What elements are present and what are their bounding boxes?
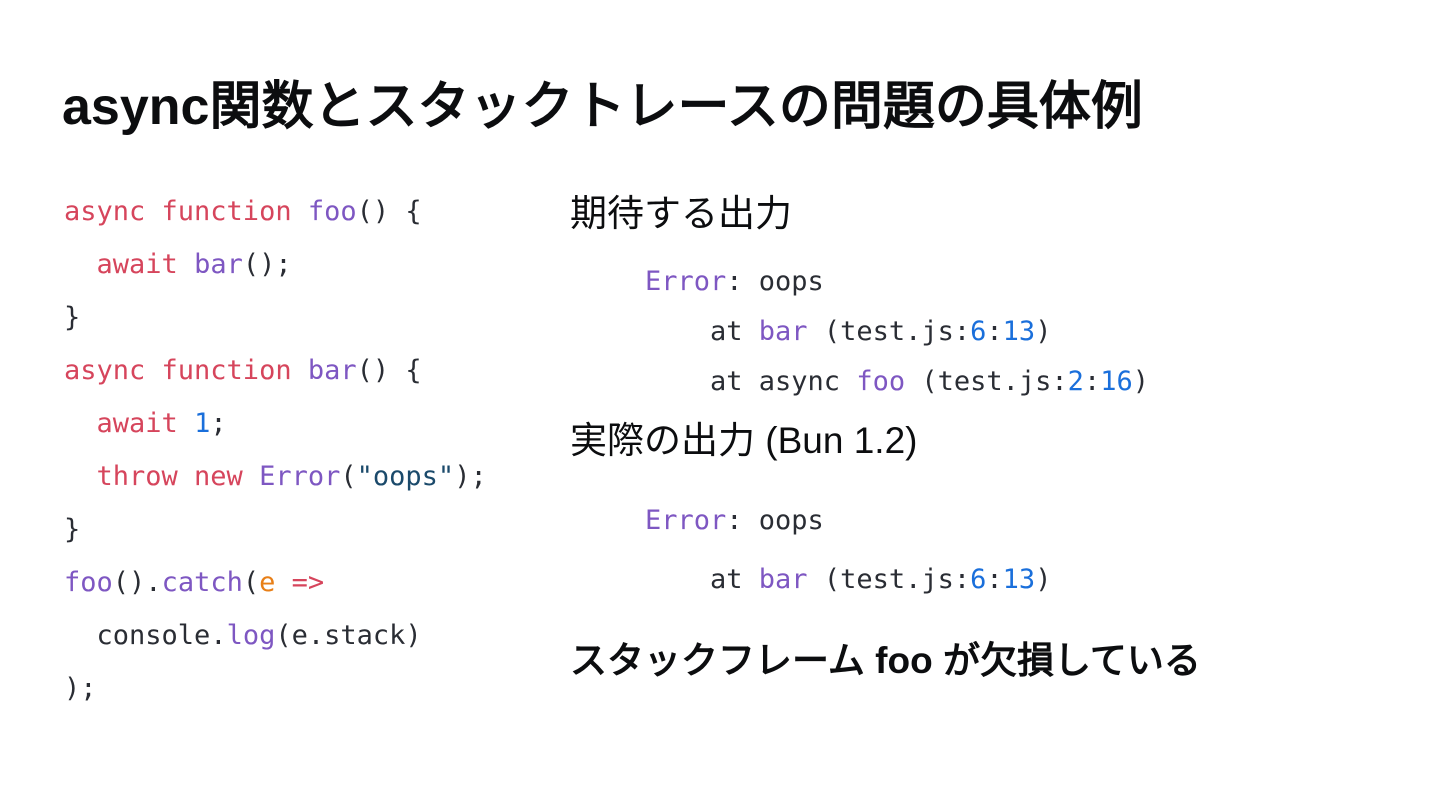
code-token-fn: foo [856, 366, 906, 397]
code-token-num: 1 [194, 408, 211, 439]
code-token-str: "oops" [356, 461, 455, 492]
code-token-pl: : [986, 316, 1003, 347]
code-token-pl: at [645, 316, 759, 347]
code-token-num: 13 [1002, 316, 1036, 347]
code-line: at async foo (test.js:2:16) [645, 357, 1149, 407]
conclusion-text: スタックフレーム foo が欠損している [570, 640, 1201, 681]
code-line: Error: oops [645, 257, 1149, 307]
code-line: at bar (test.js:6:13) [645, 550, 1051, 609]
code-line: ); [64, 662, 487, 715]
code-token-num: 16 [1100, 366, 1133, 397]
code-token-num: 13 [1002, 564, 1036, 595]
code-token-num: 6 [970, 316, 987, 347]
code-line: } [64, 291, 487, 344]
code-token-kw: await [96, 249, 178, 280]
code-token-fn: foo [64, 567, 113, 598]
code-token-pl: ) [1035, 564, 1052, 595]
code-token-prm: e [259, 567, 276, 598]
code-token-pl [64, 249, 97, 280]
code-token-fn: catch [161, 567, 243, 598]
actual-output-console: Error: oops at bar (test.js:6:13) [645, 491, 1051, 609]
code-line: await 1; [64, 397, 487, 450]
code-token-fn: bar [758, 316, 808, 347]
code-token-pl: : [1083, 366, 1101, 397]
code-token-pl: : oops [726, 266, 824, 297]
slide-title: async関数とスタックトレースの問題の具体例 [62, 78, 1143, 136]
code-line: console.log(e.stack) [64, 609, 487, 662]
code-token-kw: => [291, 567, 325, 598]
code-token-pl: } [64, 514, 81, 545]
code-token-pl: at async [645, 366, 857, 397]
code-token-pl: ; [210, 408, 227, 439]
expected-output-heading: 期待する出力 [570, 193, 792, 234]
code-token-num: 2 [1067, 366, 1084, 397]
code-token-fn: foo [307, 196, 357, 227]
code-token-fn: log [226, 620, 276, 651]
code-token-pl: (test.js: [807, 564, 971, 595]
code-token-pl: () { [356, 355, 422, 386]
code-line: await bar(); [64, 238, 487, 291]
code-token-pl: console. [64, 620, 227, 651]
code-token-pl: (). [112, 567, 162, 598]
code-token-fn: bar [307, 355, 357, 386]
code-line: at bar (test.js:6:13) [645, 307, 1149, 357]
code-token-pl: ) [1132, 366, 1149, 397]
code-token-fn: bar [194, 249, 243, 280]
actual-output-heading: 実際の出力 (Bun 1.2) [570, 420, 918, 461]
expected-output-console: Error: oops at bar (test.js:6:13) at asy… [645, 257, 1149, 407]
code-token-fn: Error [259, 461, 341, 492]
code-token-pl: (test.js: [807, 316, 971, 347]
code-token-pl [178, 249, 194, 280]
code-line: } [64, 503, 487, 556]
code-sample: async function foo() { await bar();}asyn… [64, 185, 487, 715]
code-token-kw: throw new [96, 461, 243, 492]
code-token-pl: ( [242, 567, 260, 598]
code-token-fn: Error [645, 266, 727, 297]
code-token-fn: bar [758, 564, 808, 595]
code-line: throw new Error("oops"); [64, 450, 487, 503]
code-token-pl: : oops [726, 505, 824, 536]
code-token-pl [243, 461, 259, 492]
code-token-pl: ( [340, 461, 357, 492]
code-token-pl: : [986, 564, 1003, 595]
code-token-fn: Error [645, 505, 727, 536]
code-token-pl [64, 461, 97, 492]
code-token-pl: (e.stack) [275, 620, 422, 651]
code-token-pl: ); [454, 461, 487, 492]
code-line: async function bar() { [64, 344, 487, 397]
code-token-pl [292, 355, 308, 386]
code-token-pl [64, 408, 97, 439]
code-line: foo().catch(e => [64, 556, 487, 609]
code-token-pl: ) [1035, 316, 1052, 347]
code-line: Error: oops [645, 491, 1051, 550]
code-token-pl: at [645, 564, 759, 595]
code-token-pl: } [64, 302, 81, 333]
code-line: async function foo() { [64, 185, 487, 238]
code-token-pl [275, 567, 291, 598]
code-token-pl: ); [64, 673, 97, 704]
code-token-kw: async function [64, 355, 292, 386]
code-token-pl [178, 408, 194, 439]
code-token-kw: async function [64, 196, 292, 227]
code-token-pl: () { [356, 196, 422, 227]
code-token-num: 6 [970, 564, 987, 595]
code-token-kw: await [96, 408, 178, 439]
code-token-pl: (test.js: [905, 366, 1068, 397]
code-token-pl: (); [242, 249, 292, 280]
code-token-pl [292, 196, 308, 227]
